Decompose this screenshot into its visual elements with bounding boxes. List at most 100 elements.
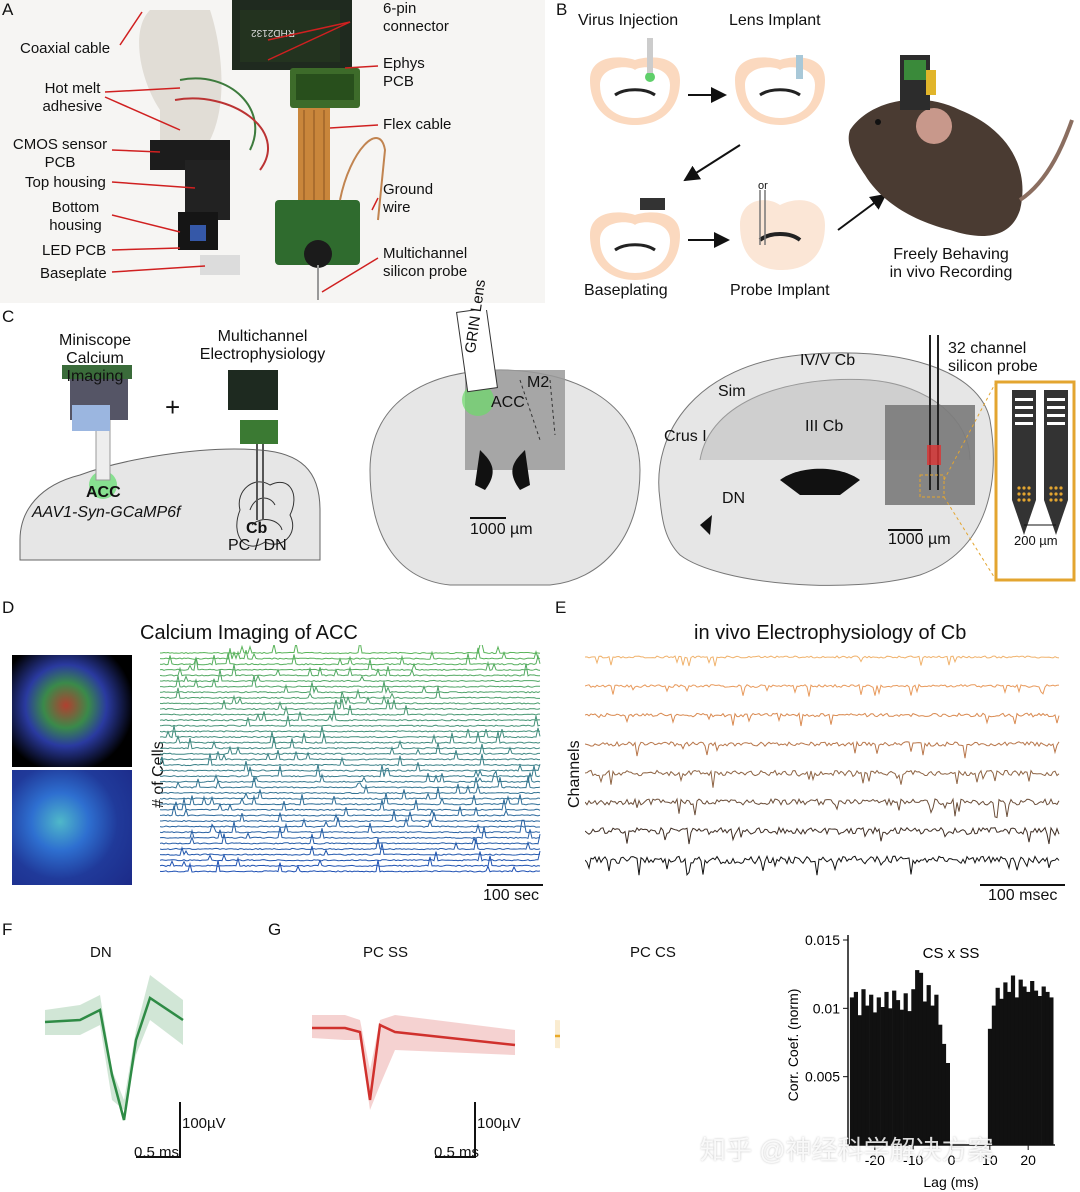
histogram-bar	[926, 985, 931, 1145]
panel-letter-a: A	[2, 0, 14, 19]
calcium-trace	[160, 731, 541, 744]
ephys-trace	[585, 655, 1060, 667]
calcium-trace	[160, 792, 541, 806]
histogram-bar	[930, 1005, 935, 1145]
calcium-trace	[160, 860, 541, 873]
histogram-x-tick-label: 10	[982, 1152, 998, 1168]
label-plus: +	[165, 392, 181, 422]
calcium-trace	[160, 843, 541, 856]
calcium-trace	[160, 698, 541, 711]
pcss-waveform-title: PC SS	[363, 944, 409, 961]
histogram-bar	[1033, 990, 1039, 1145]
calcium-trace	[160, 819, 541, 834]
calcium-trace	[160, 764, 541, 779]
calcium-rgb-image	[12, 655, 132, 767]
ephys-trace	[585, 683, 1060, 697]
calcium-trace	[160, 736, 541, 750]
histogram-bar	[1037, 996, 1042, 1145]
label-or: or	[758, 180, 768, 192]
calcium-imaging-title: Calcium Imaging of ACC	[140, 622, 358, 644]
label-pc-dn: PC / DN	[228, 537, 287, 554]
ephys-trace	[585, 826, 1060, 845]
histogram-bar	[849, 997, 855, 1145]
calcium-trace	[160, 742, 540, 755]
calcium-trace	[160, 681, 541, 695]
pccs-waveform-title: PC CS	[630, 944, 676, 961]
scale-1000um-sagittal: 1000 µm	[888, 531, 951, 548]
device-photo-illustration: RHD2132	[104, 0, 387, 300]
label-miniscope: Miniscope Calcium Imaging	[58, 332, 132, 385]
calcium-trace	[160, 760, 541, 772]
calcium-trace	[160, 855, 541, 868]
ephys-trace	[585, 769, 1060, 788]
histogram-bar	[869, 994, 874, 1145]
calcium-trace	[160, 850, 541, 862]
label-top-housing: Top housing	[25, 174, 106, 191]
label-multichannel-ephys: Multichannel Electrophysiology	[199, 328, 326, 363]
calcium-trace	[160, 704, 540, 716]
calcium-trace	[160, 730, 541, 733]
histogram-bar	[888, 1008, 893, 1145]
calcium-trace	[160, 753, 541, 767]
histogram-bar	[1045, 991, 1050, 1145]
mouse-illustration	[848, 55, 1074, 236]
label-baseplating: Baseplating	[584, 282, 668, 299]
ephys-scale-label: 100 msec	[988, 887, 1058, 904]
label-multichannel-probe: Multichannel silicon probe	[383, 245, 468, 280]
histogram-bar	[991, 1005, 996, 1145]
panel-letter-e: E	[555, 598, 567, 617]
histogram-bar	[872, 1012, 878, 1145]
brain-schematics	[19, 310, 1076, 586]
histogram-bar	[999, 998, 1004, 1145]
label-acc-coronal: ACC	[491, 394, 525, 411]
calcium-trace	[160, 838, 541, 851]
calcium-trace	[160, 645, 541, 655]
brain-section-lens	[735, 55, 825, 126]
calcium-trace	[160, 810, 541, 823]
histogram-y-tick-label: 0.005	[805, 1069, 840, 1085]
histogram-bar	[1022, 986, 1027, 1145]
histogram-bar	[1014, 997, 1019, 1145]
calcium-trace	[160, 783, 541, 795]
histogram-bar	[865, 1005, 870, 1145]
label-probe-implant: Probe Implant	[730, 282, 830, 299]
calcium-trace	[160, 776, 541, 789]
calcium-trace	[160, 663, 540, 677]
histogram-bar	[911, 989, 916, 1145]
histogram-x-tick-label: 0	[948, 1152, 956, 1168]
histogram-bar	[895, 1000, 901, 1145]
ephys-trace	[585, 712, 1060, 727]
histogram-bar	[922, 1001, 927, 1145]
histogram-bar	[899, 1009, 904, 1145]
label-flex-cable: Flex cable	[383, 116, 452, 133]
histogram-bar	[938, 1024, 943, 1145]
histogram-bar	[1010, 975, 1016, 1145]
calcium-trace	[160, 653, 541, 666]
dn-waveform-title: DN	[90, 944, 112, 961]
histogram-bar	[1007, 991, 1012, 1145]
panel-letter-d: D	[2, 598, 15, 617]
label-led-pcb: LED PCB	[42, 242, 107, 259]
histogram-bar	[945, 1063, 950, 1145]
label-coaxial-cable: Coaxial cable	[20, 40, 111, 57]
calcium-trace	[160, 669, 541, 683]
histogram-y-tick-label: 0.01	[813, 1000, 840, 1016]
histogram-bar	[892, 990, 897, 1145]
label-iii-cb: III Cb	[805, 418, 844, 435]
calcium-trace	[160, 805, 541, 817]
dn-scale-voltage: 100µV	[182, 1115, 226, 1132]
ephys-scale-bar	[980, 884, 1065, 886]
calcium-traces	[160, 645, 541, 873]
label-sim: Sim	[718, 383, 746, 400]
label-6pin-connector: 6-pin connector	[383, 0, 449, 35]
label-virus-injection: Virus Injection	[578, 12, 679, 29]
histogram-bar	[884, 991, 889, 1145]
calcium-scale-bar	[487, 884, 543, 886]
label-bottom-housing: Bottom housing	[49, 199, 102, 234]
ephys-ylabel: Channels	[566, 740, 583, 808]
label-dn: DN	[722, 490, 746, 507]
calcium-trace	[160, 749, 540, 761]
histogram-x-tick-label: -20	[865, 1152, 885, 1168]
histogram-xlabel: Lag (ms)	[923, 1174, 978, 1190]
histogram-bar	[876, 997, 881, 1145]
